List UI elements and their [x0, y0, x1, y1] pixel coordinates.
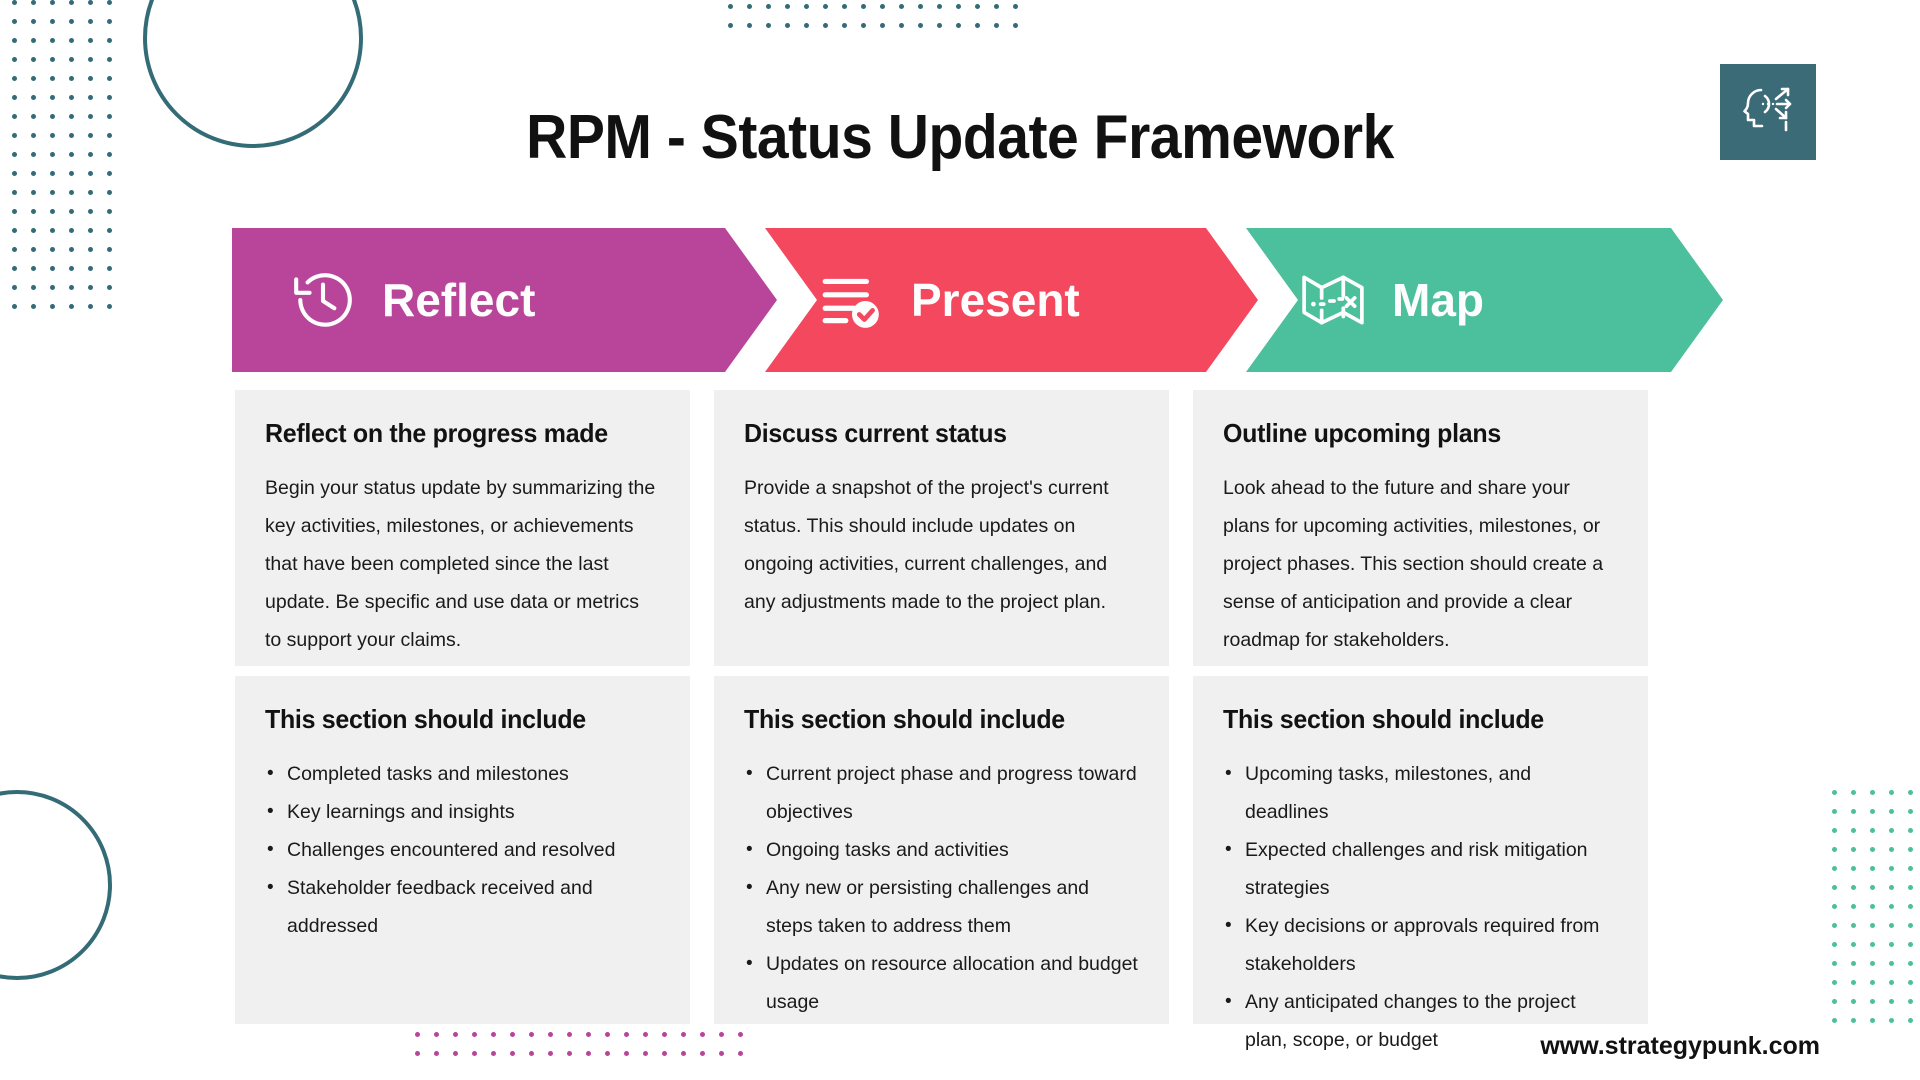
list-item: Challenges encountered and resolved [265, 831, 660, 869]
card-description: Provide a snapshot of the project's curr… [744, 477, 1109, 613]
checklist-check-icon [819, 267, 885, 333]
card-heading: This section should include [1223, 704, 1544, 734]
brand-logo [1720, 64, 1816, 160]
checklist-card: This section should include Current proj… [714, 676, 1169, 1024]
list-item: Upcoming tasks, milestones, and deadline… [1223, 755, 1618, 831]
card-heading: This section should include [744, 704, 1065, 734]
bullet-list: Completed tasks and milestones Key learn… [265, 755, 660, 945]
list-item: Current project phase and progress towar… [744, 755, 1139, 831]
column-present: Discuss current status Provide a snapsho… [714, 390, 1169, 1024]
list-item: Ongoing tasks and activities [744, 831, 1139, 869]
description-card: Reflect on the progress made Begin your … [235, 390, 690, 666]
checklist-card: This section should include Upcoming tas… [1193, 676, 1648, 1051]
list-item: Any new or persisting challenges and ste… [744, 869, 1139, 945]
decorative-dots-right [1832, 790, 1920, 1037]
card-heading: Outline upcoming plans [1223, 418, 1501, 448]
banner-step-label: Map [1392, 274, 1484, 326]
list-item: Key decisions or approvals required from… [1223, 907, 1618, 983]
folded-map-route-icon [1300, 267, 1366, 333]
description-card: Outline upcoming plans Look ahead to the… [1193, 390, 1648, 666]
column-reflect: Reflect on the progress made Begin your … [235, 390, 690, 1024]
card-heading: This section should include [265, 704, 586, 734]
page-title: RPM - Status Update Framework [526, 103, 1394, 172]
decorative-dots-top [728, 4, 1032, 42]
list-item: Key learnings and insights [265, 793, 660, 831]
banner-step-present[interactable]: Present [713, 228, 1258, 372]
card-description: Begin your status update by summarizing … [265, 477, 656, 651]
bullet-list: Upcoming tasks, milestones, and deadline… [1223, 755, 1618, 1059]
checklist-card: This section should include Completed ta… [235, 676, 690, 1024]
decorative-circle-bottom-left [0, 790, 112, 980]
card-heading: Discuss current status [744, 418, 1007, 448]
banner-step-label: Reflect [382, 274, 536, 326]
banner-step-map[interactable]: Map [1194, 228, 1723, 372]
list-item: Completed tasks and milestones [265, 755, 660, 793]
process-banner: Reflect Present [0, 228, 1920, 372]
banner-step-reflect[interactable]: Reflect [232, 228, 777, 372]
banner-step-label: Present [911, 274, 1080, 326]
description-card: Discuss current status Provide a snapsho… [714, 390, 1169, 666]
bullet-list: Current project phase and progress towar… [744, 755, 1139, 1021]
list-item: Stakeholder feedback received and addres… [265, 869, 660, 945]
card-description: Look ahead to the future and share your … [1223, 477, 1604, 651]
column-map: Outline upcoming plans Look ahead to the… [1193, 390, 1648, 1051]
list-item: Expected challenges and risk mitigation … [1223, 831, 1618, 907]
clock-history-icon [290, 267, 356, 333]
list-item: Updates on resource allocation and budge… [744, 945, 1139, 1021]
decorative-dots-bottom [415, 1032, 757, 1070]
head-with-arrows-icon [1736, 78, 1800, 147]
list-item: Any anticipated changes to the project p… [1223, 983, 1618, 1059]
card-heading: Reflect on the progress made [265, 418, 608, 448]
footer-url: www.strategypunk.com [1540, 1032, 1820, 1060]
